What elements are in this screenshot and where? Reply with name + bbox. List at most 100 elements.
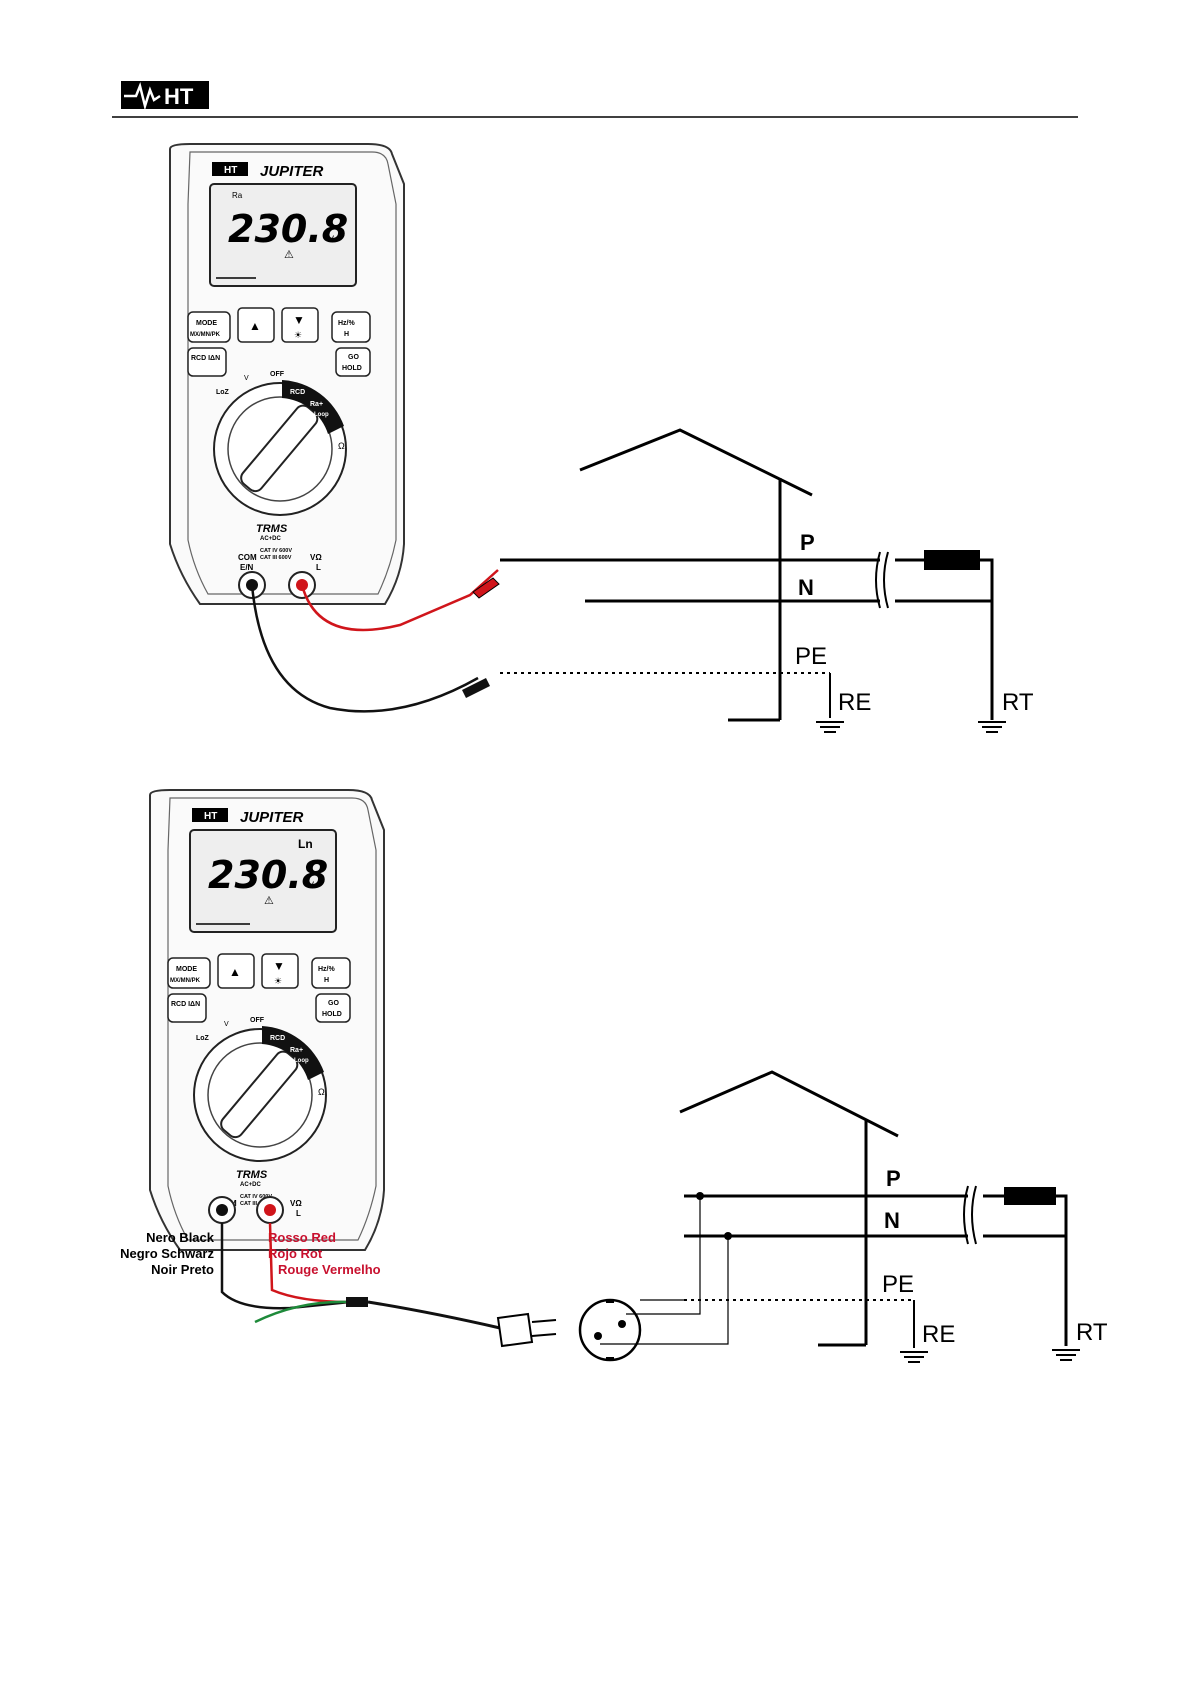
tt-diagram-1: P N PE RE RT bbox=[500, 428, 1034, 733]
meter-1-model: JUPITER bbox=[260, 163, 324, 180]
red-test-lead-1 bbox=[300, 569, 499, 632]
green-test-lead-2 bbox=[254, 1300, 351, 1324]
dial-loop-label: Loop bbox=[314, 412, 329, 418]
mode-button[interactable] bbox=[167, 957, 211, 989]
dial-ohm-label: Ω bbox=[318, 1087, 325, 1097]
legend-black-2: Negro Schwarz bbox=[120, 1246, 214, 1261]
triangle-down-icon: ▼ bbox=[293, 313, 305, 327]
meter-1-cat2: CAT III 600V bbox=[260, 555, 292, 561]
hz-button-sub: H bbox=[324, 977, 329, 984]
mode-button-label: MODE bbox=[196, 320, 217, 327]
ground-rt-1 bbox=[977, 721, 1007, 733]
dial-rcd-segment bbox=[282, 380, 344, 434]
meter-1: HT JUPITER Ra 230.8 V ⚠ MODE MX/MN/PK ▲ … bbox=[169, 143, 405, 605]
ground-re-1 bbox=[815, 721, 845, 733]
meter-1-lcd bbox=[209, 183, 357, 287]
dial-ohm-label: Ω bbox=[338, 441, 345, 451]
meter-1-brand: HT bbox=[224, 165, 237, 176]
ht-logo: HT bbox=[121, 81, 209, 111]
hz-button-sub: H bbox=[344, 331, 349, 338]
label-n-1: N bbox=[798, 575, 814, 600]
hz-button[interactable] bbox=[331, 311, 371, 343]
mode-button-sub: MX/MN/PK bbox=[190, 332, 221, 338]
down-button[interactable] bbox=[281, 307, 319, 343]
go-hold-button[interactable] bbox=[335, 347, 371, 377]
legend-red-2: Rojo Rot bbox=[268, 1246, 323, 1261]
transformer-winding-1 bbox=[924, 550, 980, 570]
label-rt-1: RT bbox=[1002, 689, 1034, 716]
lead-color-legend: Nero Black Negro Schwarz Noir Preto Ross… bbox=[120, 1230, 381, 1277]
triangle-up-icon: ▲ bbox=[229, 965, 241, 979]
hz-button[interactable] bbox=[311, 957, 351, 989]
go-label: GO bbox=[328, 1000, 339, 1007]
header: HT bbox=[112, 81, 1078, 118]
meter-2-l: L bbox=[296, 1209, 301, 1218]
meter-1-acdc: AC+DC bbox=[260, 536, 282, 542]
dial-loz-label: LoZ bbox=[196, 1035, 210, 1042]
dial-rcd-segment bbox=[262, 1026, 324, 1080]
meter-2: HT JUPITER Ln 230.8 V ⚠ MODE MX/MN/PK ▲ … bbox=[149, 789, 385, 1251]
meter-2-lcd bbox=[189, 829, 337, 933]
roof-1 bbox=[579, 428, 813, 497]
dial-loz-label: LoZ bbox=[216, 389, 230, 396]
go-label: GO bbox=[348, 354, 359, 361]
up-button[interactable] bbox=[217, 953, 255, 989]
label-pe-2: PE bbox=[882, 1271, 914, 1298]
warning-icon: ⚠ bbox=[284, 249, 294, 261]
ground-re-2 bbox=[899, 1351, 929, 1363]
vl-terminal-jack bbox=[264, 1204, 276, 1216]
meter-1-trms: TRMS bbox=[256, 523, 288, 535]
dial-loop-label: Loop bbox=[294, 1058, 309, 1064]
label-rt-2: RT bbox=[1076, 1319, 1108, 1346]
rcd-button[interactable] bbox=[187, 347, 227, 377]
transformer-winding-2 bbox=[1004, 1187, 1056, 1205]
ground-rt-2 bbox=[1051, 1349, 1081, 1361]
label-p-2: P bbox=[886, 1166, 901, 1191]
roof-2 bbox=[679, 1070, 899, 1138]
meter-1-en: E/N bbox=[240, 563, 254, 572]
label-re-1: RE bbox=[838, 689, 871, 716]
schuko-plug bbox=[496, 1312, 557, 1348]
label-n-2: N bbox=[884, 1208, 900, 1233]
dial-rcd-label: RCD bbox=[290, 389, 305, 396]
dial-ra-label: Ra+ bbox=[310, 401, 323, 408]
legend-red-3: Rouge Vermelho bbox=[278, 1262, 381, 1277]
dial-knob[interactable] bbox=[238, 402, 321, 494]
dial-ra-label: Ra+ bbox=[290, 1047, 303, 1054]
meter-2-reading: 230.8 bbox=[208, 853, 328, 897]
dial-knob[interactable] bbox=[218, 1048, 301, 1140]
down-button[interactable] bbox=[261, 953, 299, 989]
socket-wire-phase bbox=[626, 1196, 701, 1315]
meter-1-unit: V bbox=[328, 234, 334, 244]
red-probe-1 bbox=[472, 577, 500, 599]
line-break-1 bbox=[875, 551, 889, 609]
meter-1-cat1: CAT IV 600V bbox=[260, 548, 292, 554]
hold-label: HOLD bbox=[322, 1011, 342, 1018]
warning-icon: ⚠ bbox=[264, 895, 274, 907]
meter-2-unit: V bbox=[308, 880, 314, 890]
meter-1-l: L bbox=[316, 563, 321, 572]
black-probe-1 bbox=[462, 678, 490, 698]
mode-button-sub: MX/MN/PK bbox=[170, 978, 201, 984]
schuko-socket bbox=[578, 1298, 642, 1362]
meter-1-logo bbox=[212, 162, 248, 176]
tt-diagram-2: P N PE RE RT bbox=[600, 1070, 1108, 1363]
meter-2-trms: TRMS bbox=[236, 1169, 268, 1181]
mains-cable bbox=[367, 1300, 501, 1330]
meter-1-indicator: Ra bbox=[232, 191, 243, 200]
meter-2-vl: VΩ bbox=[290, 1199, 302, 1208]
socket-wire-neutral bbox=[600, 1236, 729, 1345]
rcd-button[interactable] bbox=[167, 993, 207, 1023]
dial-rcd-label: RCD bbox=[270, 1035, 285, 1042]
meter-2-acdc: AC+DC bbox=[240, 1182, 262, 1188]
meter-1-com: COM bbox=[238, 553, 257, 562]
meter-2-logo bbox=[192, 808, 228, 822]
legend-black-1: Nero Black bbox=[146, 1230, 215, 1245]
legend-black-3: Noir Preto bbox=[151, 1262, 214, 1277]
hz-button-label: Hz/% bbox=[338, 320, 356, 327]
header-brand: HT bbox=[164, 84, 194, 109]
up-button[interactable] bbox=[237, 307, 275, 343]
mode-button[interactable] bbox=[187, 311, 231, 343]
go-hold-button[interactable] bbox=[315, 993, 351, 1023]
